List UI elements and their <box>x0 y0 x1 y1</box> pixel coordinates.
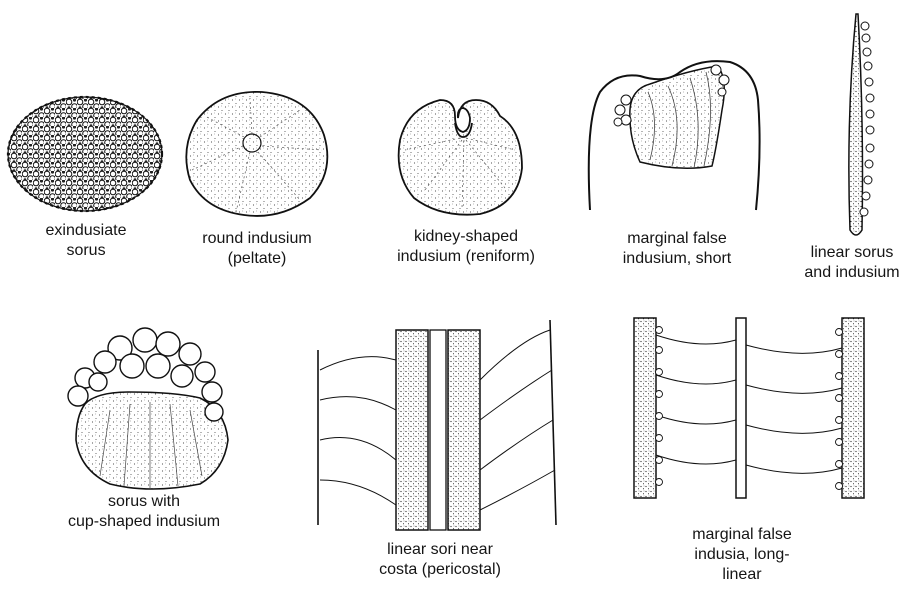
caption-kidney-indusium: kidney-shaped indusium (reniform) <box>378 227 554 267</box>
marginal-short-indusium-figure <box>589 61 760 210</box>
caption-pericostal-sori: linear sori near costa (pericostal) <box>356 540 524 580</box>
exindusiate-sorus-figure <box>8 97 162 211</box>
kidney-indusium-figure <box>399 100 522 215</box>
round-indusium-figure <box>186 92 327 216</box>
caption-cup-indusium: sorus with cup-shaped indusium <box>52 492 236 532</box>
linear-sorus-figure <box>849 14 874 235</box>
caption-linear-sorus: linear sorus and indusium <box>793 243 911 283</box>
caption-marginal-short: marginal false indusium, short <box>602 229 752 269</box>
cup-indusium-figure <box>68 328 228 489</box>
caption-round-indusium: round indusium (peltate) <box>178 229 336 269</box>
caption-marginal-long: marginal false indusia, long- linear <box>676 525 808 585</box>
marginal-long-indusia-figure <box>634 318 864 498</box>
pericostal-sori-figure <box>318 320 556 530</box>
caption-exindusiate-sorus: exindusiate sorus <box>20 221 152 261</box>
